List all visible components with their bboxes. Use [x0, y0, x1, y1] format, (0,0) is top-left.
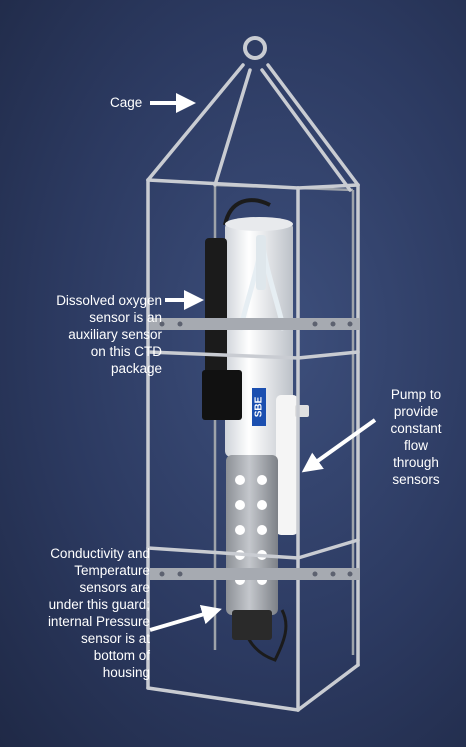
svg-text:SBE: SBE	[254, 396, 265, 417]
pump-arrow	[301, 418, 377, 473]
cage-frame	[146, 63, 360, 712]
sensor-cable	[223, 198, 271, 226]
housing-cap	[225, 217, 293, 231]
mounting-bars	[150, 318, 360, 580]
oxygen-sensor-body	[202, 370, 242, 420]
sensor-guard	[226, 455, 278, 615]
pump	[276, 395, 298, 535]
plumbing-tube-top	[256, 235, 266, 290]
bottom-endcap	[232, 610, 272, 640]
callout-arrows	[149, 93, 377, 632]
sbe-logo: SBE	[252, 388, 266, 426]
dissolved-oxygen-label: Dissolved oxygen sensor is an auxiliary …	[56, 293, 162, 376]
lifting-ring	[243, 36, 267, 60]
cage-label: Cage	[110, 95, 143, 110]
conductivity-temperature-label: Conductivity and Temperature sensors are…	[47, 546, 150, 680]
ctd-instrument: SBE	[202, 198, 309, 662]
pump-label: Pump to provide constant flow through se…	[390, 387, 442, 487]
guard-arrow	[149, 604, 222, 632]
